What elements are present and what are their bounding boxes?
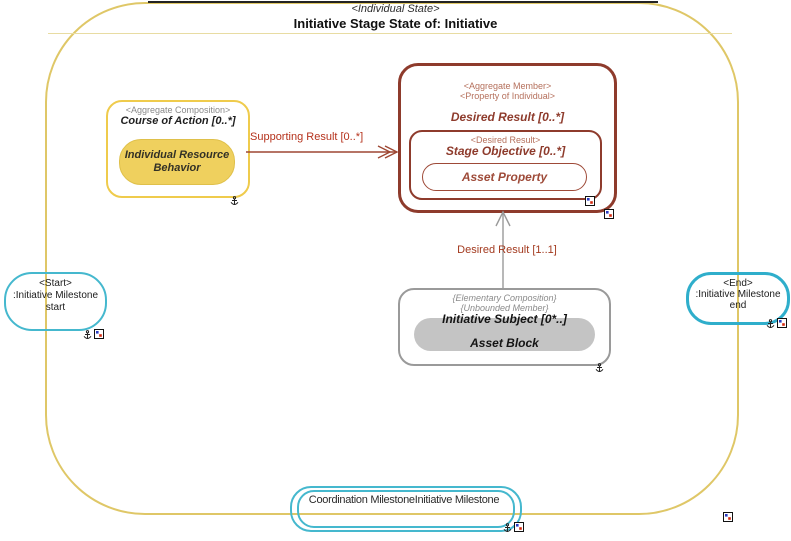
desired-result-connector-label: Desired Result [1..1] [457,244,557,256]
anchor-icon [503,523,512,532]
anchor-icon [83,330,92,339]
stage-objective-stereotype: <Desired Result> [470,135,541,145]
end-milestone-oval[interactable]: <End> :Initiative Milestone end [686,272,790,325]
start-milestone-instance: start [45,302,66,313]
asset-block-label: Asset Block [470,336,539,350]
course-of-action-box[interactable]: <Aggregate Composition> Course of Action… [106,100,250,198]
frame-top-line [148,1,658,3]
state-stereotype: <Individual State> [351,3,440,15]
initiative-subject-name: Initiative Subject [0*..] [442,312,567,326]
end-milestone-text: <End> :Initiative Milestone end [689,278,787,311]
link-icon[interactable] [585,196,595,206]
desired-result-name: Desired Result [0..*] [450,110,565,124]
end-milestone-stereotype: <End> [723,278,753,289]
state-title-block[interactable]: <Individual State> Initiative Stage Stat… [0,3,791,31]
anchor-icon [766,319,775,328]
initiative-subject-stereotype-1: {Elementary Composition} [452,293,557,303]
link-icon[interactable] [723,512,733,522]
stage-objective-box[interactable]: <Desired Result> Stage Objective [0..*] … [409,130,602,200]
start-milestone-name: :Initiative Milestone [12,290,99,301]
initiative-subject-stereotype-2: {Unbounded Member} [460,303,549,313]
stage-objective-name: Stage Objective [0..*] [445,144,566,158]
page-title: Initiative Stage State of: Initiative [293,16,498,31]
anchor-icon [230,196,239,205]
end-milestone-name: :Initiative Milestone [695,289,781,300]
individual-state-frame[interactable] [45,2,739,515]
link-icon[interactable] [777,318,787,328]
desired-result-stereotype-1: <Aggregate Member> [463,81,552,91]
start-milestone-stereotype: <Start> [39,278,72,289]
asset-property-oval[interactable]: Asset Property [422,163,587,191]
coordination-milestone-oval[interactable] [290,486,522,532]
asset-block-shape[interactable] [414,318,595,351]
start-milestone-oval[interactable]: <Start> :Initiative Milestone start [4,272,107,331]
desired-result-stereotype-2: <Property of Individual> [459,91,556,101]
start-milestone-text: <Start> :Initiative Milestone start [6,278,105,314]
anchor-icon [595,363,604,372]
desired-result-connector[interactable] [494,210,512,289]
bottom-milestone-label: Coordination MilestoneInitiative Milesto… [308,494,500,506]
desired-result-box[interactable]: <Aggregate Member> <Property of Individu… [398,63,617,213]
supporting-result-connector[interactable] [246,142,400,162]
end-milestone-instance: end [729,300,747,311]
initiative-milestone-oval[interactable] [297,490,515,528]
link-icon[interactable] [604,209,614,219]
link-icon[interactable] [514,522,524,532]
course-of-action-stereotype: <Aggregate Composition> [125,105,231,115]
course-of-action-name: Course of Action [0..*] [120,115,236,127]
asset-property-label: Asset Property [461,170,548,184]
link-icon[interactable] [94,329,104,339]
individual-resource-behavior-shape[interactable]: Individual Resource Behavior [119,139,235,185]
supporting-result-label: Supporting Result [0..*] [250,131,364,143]
individual-resource-behavior-label: Individual Resource Behavior [124,149,230,174]
title-separator-line [48,33,732,34]
initiative-subject-box[interactable]: {Elementary Composition} {Unbounded Memb… [398,288,611,366]
